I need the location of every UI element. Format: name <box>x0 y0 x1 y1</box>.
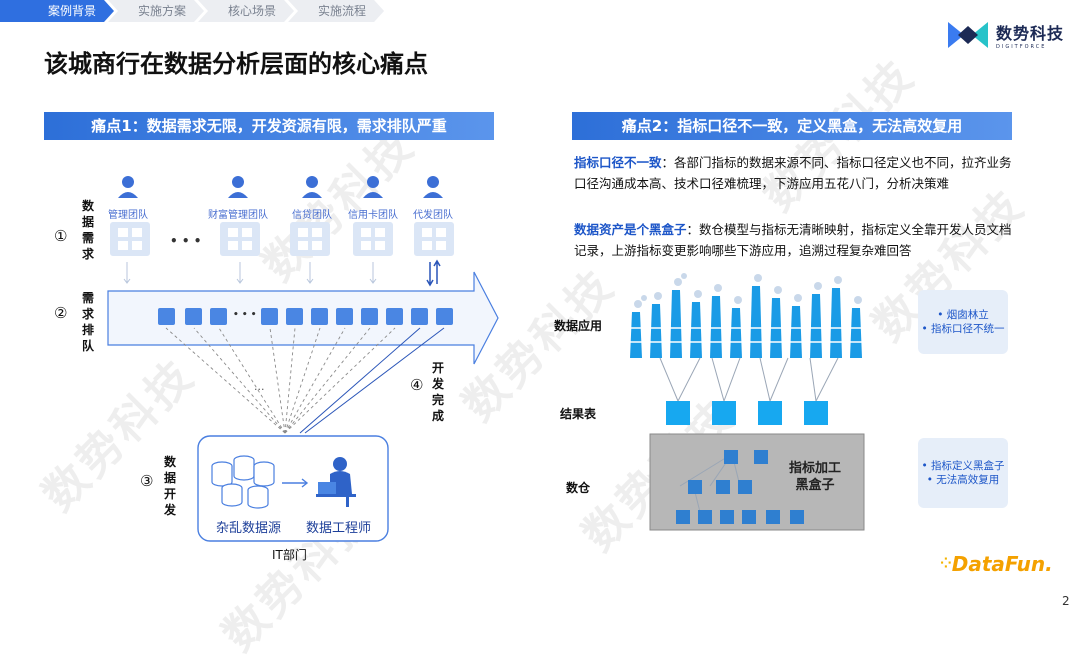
breadcrumb-item[interactable]: 实施流程 <box>288 0 384 22</box>
chimney-diagram <box>620 268 920 548</box>
dept-label: IT部门 <box>272 546 307 563</box>
stage-3-label: 数据开发 <box>162 454 178 518</box>
team-label: 代发团队 <box>398 206 468 221</box>
breadcrumb-item[interactable]: 案例背景 <box>0 0 114 22</box>
stage-3-number: ③ <box>140 472 153 490</box>
datafun-text: DataFun. <box>952 552 1053 576</box>
datafun-logo: ⁘ DataFun. <box>940 552 1053 576</box>
stage-4-number: ④ <box>410 376 423 394</box>
logo-mark-icon <box>944 18 992 52</box>
note-blackbox: • 指标定义黑盒子 • 无法高效复用 <box>918 438 1008 508</box>
breadcrumb-item[interactable]: 实施方案 <box>108 0 204 22</box>
stage-2-label: 需求排队 <box>80 290 96 354</box>
page-number: 2 <box>1062 594 1070 608</box>
layer-app-label: 数据应用 <box>548 318 608 334</box>
stage-1-number: ① <box>54 227 67 245</box>
team-ellipsis: • • • <box>170 234 201 248</box>
note-line: • 指标口径不统一 <box>921 322 1004 336</box>
engineer-label: 数据工程师 <box>306 517 371 536</box>
team-label: 信贷团队 <box>277 206 347 221</box>
stage-2-number: ② <box>54 304 67 322</box>
team-group <box>118 176 443 198</box>
breadcrumb-item[interactable]: 核心场景 <box>198 0 294 22</box>
note-line: • 烟囱林立 <box>937 308 989 322</box>
stage-4-label: 开发完成 <box>430 360 446 424</box>
paragraph-2-keyword: 数据资产是个黑盒子 <box>574 222 687 237</box>
team-label: 财富管理团队 <box>203 206 273 221</box>
team-label: 管理团队 <box>93 206 163 221</box>
note-chimneys: • 烟囱林立 • 指标口径不统一 <box>918 290 1008 354</box>
pain-point-2-paragraph-2: 数据资产是个黑盒子：数仓模型与指标无清晰映射，指标定义全靠开发人员文档记录，上游… <box>574 219 1014 261</box>
note-line: • 无法高效复用 <box>927 473 1000 487</box>
paragraph-1-keyword: 指标口径不一致 <box>574 155 662 170</box>
brand-logo: 数势科技 DIGITFORCE <box>944 18 1064 52</box>
blackbox-label: 指标加工黑盒子 <box>785 460 845 494</box>
note-line: • 指标定义黑盒子 <box>921 459 1004 473</box>
logo-text: 数势科技 <box>996 20 1064 44</box>
logo-subtext: DIGITFORCE <box>996 44 1064 50</box>
breadcrumb: 案例背景 实施方案 核心场景 实施流程 <box>0 0 378 22</box>
pain-point-1-header: 痛点1：数据需求无限，开发资源有限，需求排队严重 <box>44 112 494 140</box>
pain-point-2-header: 痛点2：指标口径不一致，定义黑盒，无法高效复用 <box>572 112 1012 140</box>
datafun-dots-icon: ⁘ <box>940 556 952 572</box>
layer-dw-label: 数仓 <box>548 480 608 496</box>
source-label: 杂乱数据源 <box>216 517 281 536</box>
page-title: 该城商行在数据分析层面的核心痛点 <box>44 44 428 79</box>
arrow-ellipsis: ... <box>254 380 265 393</box>
pain-point-2-paragraph-1: 指标口径不一致：各部门指标的数据来源不同、指标口径定义也不同，拉齐业务口径沟通成… <box>574 152 1014 194</box>
queue-ellipsis: • • • <box>233 310 257 320</box>
layer-result-label: 结果表 <box>548 406 608 422</box>
